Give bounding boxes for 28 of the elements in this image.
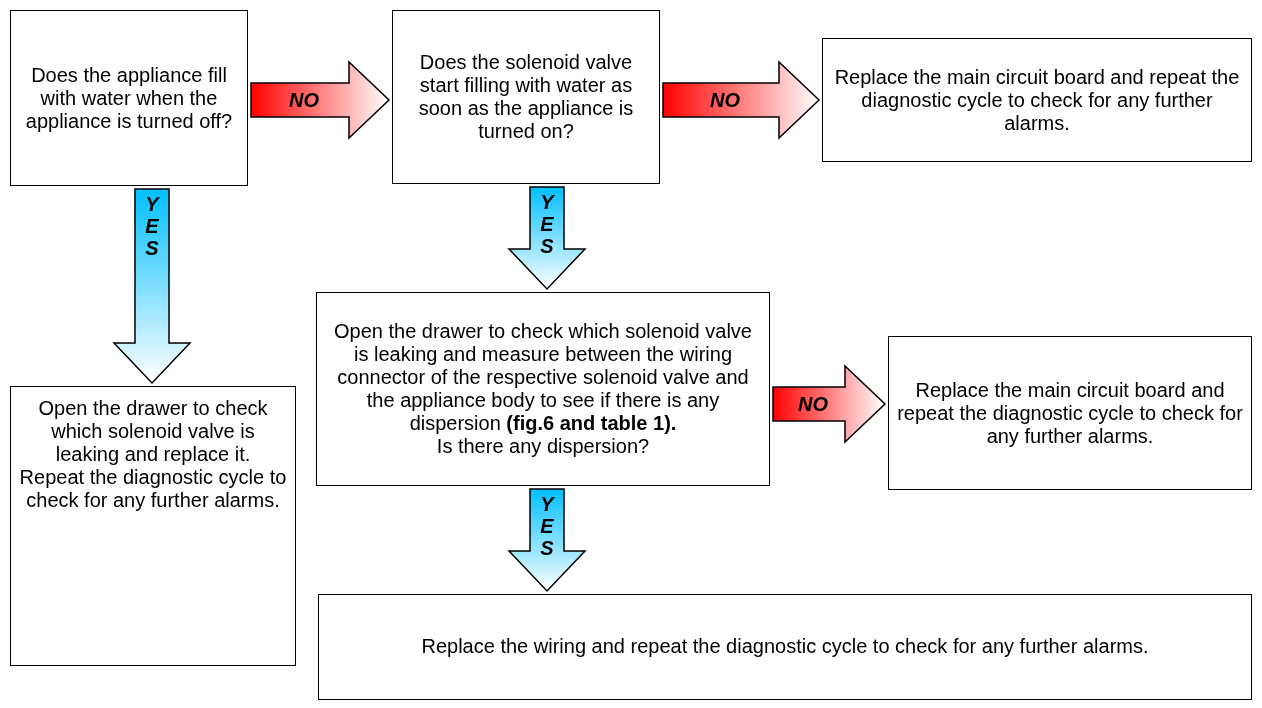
process-box [10,10,248,186]
block-arrow [250,60,391,140]
process-box [316,292,770,486]
process-box [888,336,1252,490]
box-text: Repeat the diagnostic cycle to check for any further alarms. [19,466,287,512]
box-text: Does the appliance fill with water when the appliance is turned off? [24,63,234,133]
edge-label: NO [710,89,740,111]
block-arrow [772,364,887,444]
process-box [10,386,296,666]
edge-label: YES [144,193,161,259]
box-text: Replace the wiring and repeat the diagnostic cycle to check for any further alarms. [421,635,1149,658]
block-arrow [507,186,587,291]
process-box [318,594,1252,700]
process-box [822,38,1252,162]
box-text: Open the drawer to check which solenoid valve is leaking and measure between the wiring connector of the respective solenoid valve and the appliance body to see if there is any dispersion (fig.6 and table 1). [333,320,753,435]
box-text: Replace the main circuit board and repeat the diagnostic cycle to check for any further alarms. [897,378,1243,448]
block-arrow [662,60,821,140]
edge-label: NO [798,393,828,415]
box-text: Does the solenoid valve start filling with water as soon as the appliance is turned on? [417,51,635,143]
edge-label: YES [539,191,556,257]
box-text: Open the drawer to check which solenoid valve is leaking and replace it. [37,397,269,466]
edge-label: NO [289,89,319,111]
box-text: Replace the main circuit board and repeat the diagnostic cycle to check for any further alarms. [833,65,1241,135]
block-arrow [112,188,192,385]
edge-label: YES [539,493,556,559]
block-arrow [507,488,587,593]
box-text: Is there any dispersion? [436,435,650,458]
process-box [392,10,660,184]
